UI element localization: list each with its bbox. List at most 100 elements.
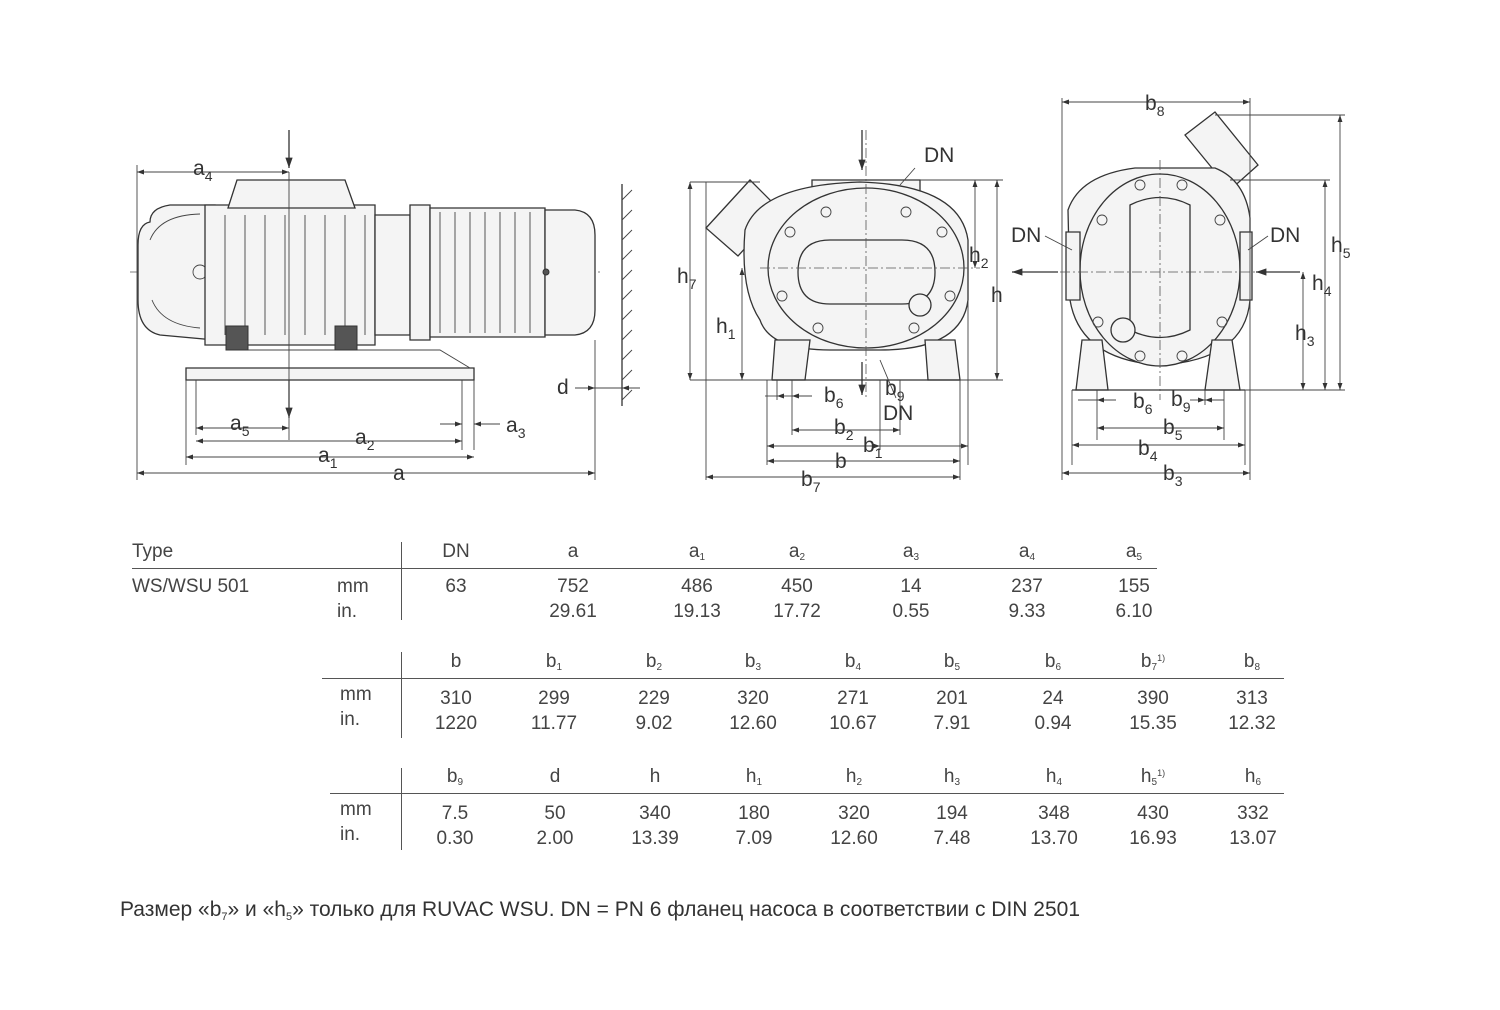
rear-view: b8 DN DN h5 h4 h3 b6 b9 b5 b4 b3 [1011,92,1351,489]
label-b1: b1 [863,434,883,461]
label-a1: a1 [318,444,338,471]
value-in: 7.09 [735,828,773,849]
label-a2: a2 [355,426,375,453]
value-mm: 430 [1137,803,1169,824]
value-in: 11.77 [530,713,578,734]
table1-separator [401,542,402,620]
unit-mm: mm [340,799,372,820]
column-header: b71) [1140,651,1166,673]
value-in: 16.93 [1129,828,1177,849]
unit-mm: mm [337,576,369,597]
value-mm: 486 [681,576,713,597]
value-mm: 752 [557,576,589,597]
value-in: 12.32 [1228,713,1276,734]
label-a5: a5 [230,412,250,439]
value-mm: 63 [445,576,467,597]
value-in: 10.67 [829,713,877,734]
value-in: 12.60 [830,828,878,849]
value-mm: 237 [1011,576,1043,597]
value-mm: 299 [538,688,570,709]
label-a4: a4 [193,157,213,184]
column-header: h3 [943,766,961,788]
value-mm: 348 [1038,803,1070,824]
column-header: DN [442,541,470,562]
label-dn-right: DN [1270,224,1300,247]
column-header: h4 [1045,766,1063,788]
label-d: d [557,376,569,399]
table2-rule [322,678,1284,679]
value-mm: 194 [936,803,968,824]
column-header: h [649,766,661,787]
value-in: 13.07 [1229,828,1277,849]
label-b7: b7 [801,468,821,495]
value-in: 9.02 [635,713,673,734]
value-mm: 7.5 [441,803,469,824]
technical-drawing: a4 a5 a2 a1 a a3 d [130,92,1351,495]
label-h: h [991,284,1003,307]
column-header: h1 [745,766,763,788]
unit-in: in. [337,601,358,622]
value-mm: 340 [639,803,671,824]
value-mm: 450 [781,576,813,597]
table2-separator [401,652,402,738]
value-mm: 320 [737,688,769,709]
column-header: a1 [688,541,706,563]
value-in: 12.60 [729,713,777,734]
column-header: b4 [844,651,862,673]
value-in: 6.10 [1115,601,1153,622]
unit-in: in. [340,709,361,730]
label-a3: a3 [506,414,526,441]
value-in: 7.48 [933,828,971,849]
value-mm: 50 [544,803,566,824]
label-h1: h1 [716,315,736,342]
label-h2: h2 [969,244,989,271]
value-mm: 310 [440,688,472,709]
table3-rule [330,793,1284,794]
value-mm: 320 [838,803,870,824]
column-header: b [450,651,462,672]
front-view: DN DN h7 h1 h2 h b6 b9 b2 b1 b b7 [677,130,1003,495]
value-mm: 271 [837,688,869,709]
column-header: b1 [545,651,563,673]
label-b2: b2 [834,416,854,443]
column-header: a4 [1018,541,1036,563]
value-in: 7.91 [933,713,971,734]
value-mm: 390 [1137,688,1169,709]
side-view: a4 a5 a2 a1 a a3 d [130,130,640,485]
value-in: 13.39 [631,828,679,849]
column-header: b6 [1044,651,1062,673]
value-in: 13.70 [1030,828,1078,849]
unit-mm: mm [340,684,372,705]
column-header: a2 [788,541,806,563]
value-in: 0.30 [436,828,474,849]
label-h3: h3 [1295,322,1315,349]
value-mm: 332 [1237,803,1269,824]
column-header: b5 [943,651,961,673]
value-in: 0.94 [1034,713,1072,734]
value-mm: 180 [738,803,770,824]
label-b: b [835,450,847,473]
label-dn-bottom: DN [883,402,913,425]
column-header: d [549,766,561,787]
type-label: Type [132,541,174,562]
value-mm: 14 [900,576,922,597]
label-b3: b3 [1163,462,1183,489]
column-header: b8 [1243,651,1261,673]
value-mm: 313 [1236,688,1268,709]
column-header: h2 [845,766,863,788]
label-dn-left: DN [1011,224,1041,247]
table3-separator [401,768,402,850]
value-mm: 229 [638,688,670,709]
column-header: h51) [1140,766,1166,788]
value-mm: 155 [1118,576,1150,597]
label-b6-rear: b6 [1133,390,1153,417]
value-in: 29.61 [549,601,597,622]
column-header: b2 [645,651,663,673]
value-in: 2.00 [536,828,574,849]
value-mm: 201 [936,688,968,709]
column-header: b3 [744,651,762,673]
column-header: b9 [446,766,464,788]
label-h4: h4 [1312,272,1332,299]
